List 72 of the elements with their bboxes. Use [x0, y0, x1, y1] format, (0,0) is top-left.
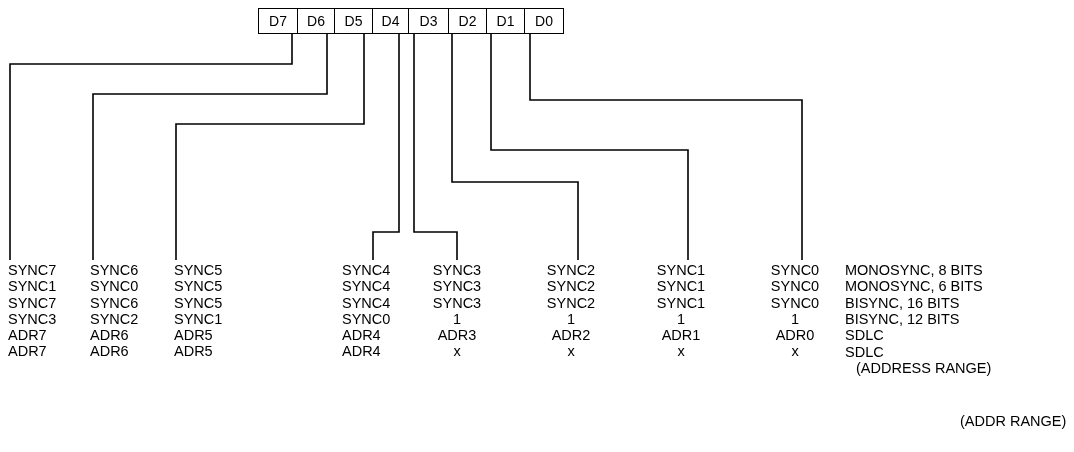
column-entry: SYNC2 [90, 310, 140, 328]
column-entry: SYNC0 [769, 294, 821, 311]
column-entry: ADR1 [660, 327, 702, 344]
column-entry: ADR3 [436, 327, 478, 344]
mode-label: (ADDRESS RANGE) [856, 360, 992, 376]
column-entry: SYNC0 [342, 310, 392, 328]
column-entry: SYNC6 [90, 294, 140, 311]
bit-cell: D3 [408, 8, 449, 34]
mode-label: MONOSYNC, 6 BITS [845, 278, 983, 295]
column-entry: ADR0 [774, 327, 816, 344]
column-entry: SYNC3 [431, 278, 483, 295]
column-entry: 1 [789, 310, 801, 328]
bit-cell: D0 [524, 8, 564, 34]
column-entry: SYNC1 [174, 310, 224, 328]
leader-line [92, 33, 328, 261]
column-entry: SYNC3 [431, 294, 483, 311]
column-entry: x [676, 343, 686, 360]
mode-label: BISYNC, 16 BITS [845, 294, 960, 311]
mode-label: BISYNC, 12 BITS [845, 310, 960, 327]
column-entry: x [452, 343, 462, 360]
column-entry: SYNC6 [90, 262, 140, 279]
column-entry: SYNC0 [769, 262, 821, 279]
column-entry: ADR2 [550, 327, 592, 344]
mode-label: (ADDR RANGE) [960, 413, 1067, 429]
column-entry: SYNC0 [90, 278, 140, 295]
column-entry: x [566, 343, 576, 360]
leader-line [451, 33, 579, 261]
leader-line [413, 33, 458, 261]
leader-line [175, 33, 365, 261]
leader-line [529, 33, 803, 261]
column-entry: 1 [565, 310, 577, 328]
column-entry: SYNC4 [342, 278, 392, 295]
column-entry: ADR4 [342, 327, 382, 344]
column-entry: SYNC1 [655, 278, 707, 295]
mode-label: SDLC [845, 327, 884, 344]
column-entry: ADR5 [174, 327, 214, 344]
bit-cell: D4 [372, 8, 409, 34]
column-entry: ADR5 [174, 343, 214, 360]
bit-cell: D2 [448, 8, 487, 34]
column-entry: SYNC2 [545, 262, 597, 279]
leader-line [372, 33, 400, 261]
column-entry: ADR7 [8, 343, 48, 360]
bit-cell: D6 [297, 8, 335, 34]
leader-line [9, 33, 293, 261]
column-entry: SYNC1 [655, 294, 707, 311]
column-entry: SYNC7 [8, 262, 58, 279]
column-entry: SYNC5 [174, 262, 224, 279]
bit-cell: D1 [486, 8, 525, 34]
leader-line [490, 33, 689, 261]
column-entry: SYNC0 [769, 278, 821, 295]
column-entry: SYNC4 [342, 294, 392, 311]
mode-label: SDLC [845, 343, 884, 360]
column-entry: SYNC2 [545, 294, 597, 311]
column-entry: ADR6 [90, 327, 130, 344]
column-entry: SYNC1 [655, 262, 707, 279]
bit-cell: D5 [334, 8, 373, 34]
column-entry: SYNC3 [431, 262, 483, 279]
bit-cell: D7 [258, 8, 298, 34]
column-entry: SYNC3 [8, 310, 58, 328]
column-entry: ADR7 [8, 327, 48, 344]
column-entry: SYNC5 [174, 294, 224, 311]
mode-label: MONOSYNC, 8 BITS [845, 262, 983, 278]
column-entry: SYNC1 [8, 278, 58, 295]
column-entry: ADR4 [342, 343, 382, 360]
column-entry: SYNC7 [8, 294, 58, 311]
column-entry: SYNC2 [545, 278, 597, 295]
column-entry: 1 [675, 310, 687, 328]
column-entry: 1 [451, 310, 463, 328]
column-entry: SYNC4 [342, 262, 392, 279]
column-entry: SYNC5 [174, 278, 224, 295]
column-entry: ADR6 [90, 343, 130, 360]
column-entry: x [790, 343, 800, 360]
